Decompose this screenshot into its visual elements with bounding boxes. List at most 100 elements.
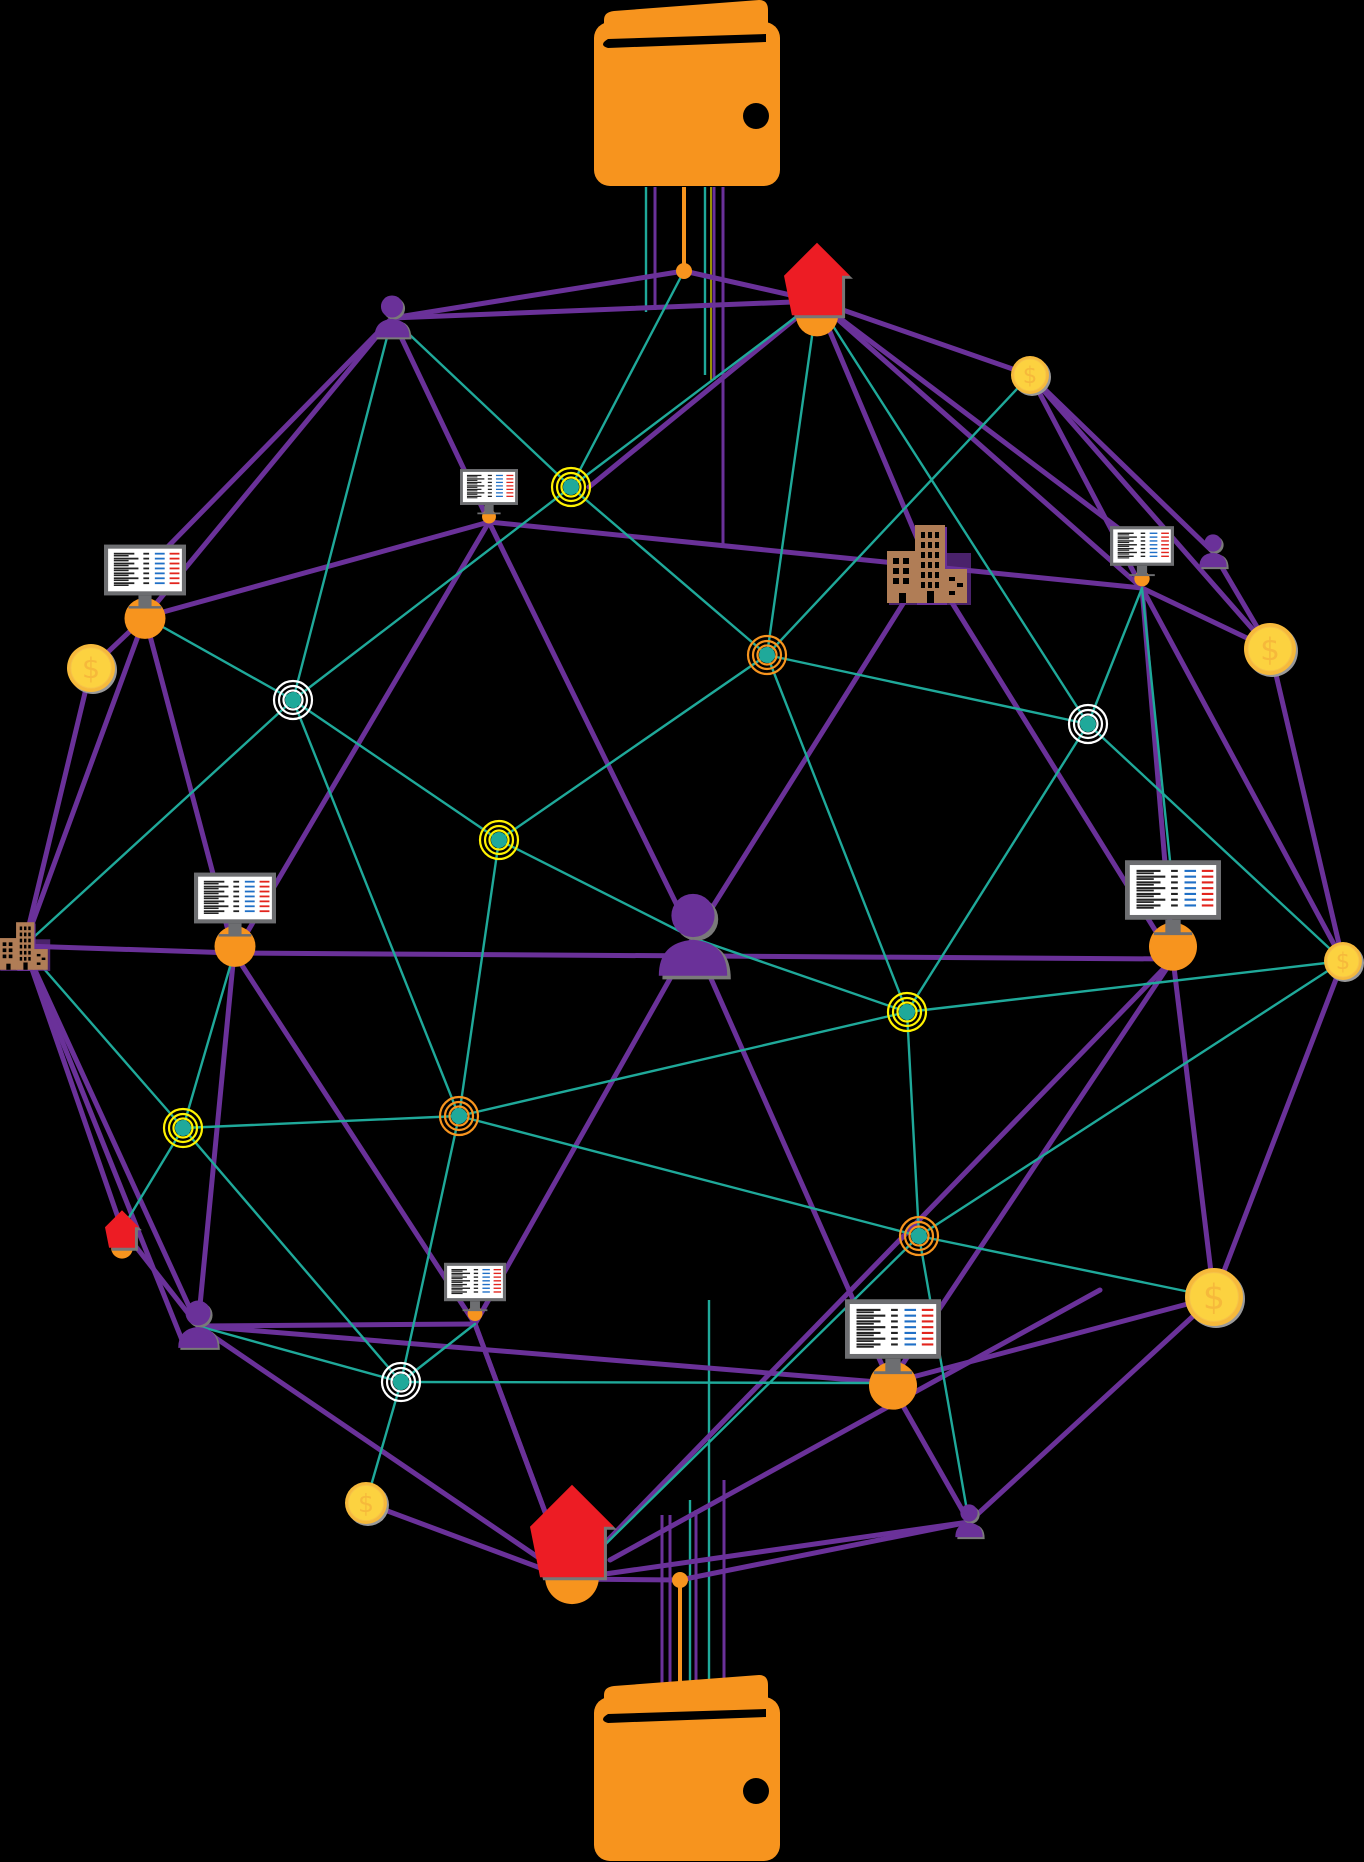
edge-purple (21, 943, 201, 1329)
junction-dot (672, 1572, 688, 1588)
edge-purple (814, 298, 931, 567)
orange-target-icon (746, 634, 788, 676)
edge-teal (1086, 586, 1144, 726)
dollar-symbol: $ (358, 1489, 374, 1518)
edge-teal (569, 299, 819, 489)
edge-teal (917, 1234, 1216, 1299)
person-icon (374, 295, 412, 340)
edge-teal (143, 615, 295, 702)
edge-purple (363, 1500, 573, 1582)
edge-purple (814, 298, 1145, 591)
edge-teal (917, 1234, 971, 1524)
edge-purple (1027, 372, 1216, 555)
edge-teal (390, 316, 573, 489)
yellow-target-icon (886, 991, 928, 1033)
edge-purple (195, 1323, 893, 1386)
edge-purple (472, 935, 696, 1327)
edge-purple (814, 298, 1033, 378)
edge-purple (21, 665, 94, 949)
yellow-target-icon (162, 1107, 204, 1149)
edge-purple (887, 1294, 1217, 1386)
person-icon (658, 893, 731, 980)
edge-teal (691, 936, 909, 1014)
dollar-symbol: $ (1203, 1278, 1225, 1318)
person-icon (1199, 534, 1229, 570)
edge-teal (905, 722, 1090, 1014)
person-icon (178, 1300, 220, 1350)
edge-teal (568, 1234, 921, 1581)
edge-teal (291, 485, 573, 702)
edge-teal (181, 1126, 403, 1384)
edge-teal (905, 959, 1345, 1014)
dollar-symbol: $ (1336, 949, 1351, 975)
orange-target-icon (898, 1215, 940, 1257)
edge-teal (399, 1380, 892, 1385)
edge-purple (567, 1519, 972, 1582)
edge-purple (607, 1287, 1103, 1563)
edge-purple (21, 943, 237, 956)
wallet-bottom-icon (594, 1675, 780, 1861)
edge-teal (291, 316, 394, 702)
monitor-icon (104, 544, 186, 639)
monitor-icon (460, 469, 518, 524)
edge-purple (1170, 956, 1217, 1300)
monitor-icon (444, 1262, 506, 1322)
edge-purple (142, 315, 395, 573)
edge-teal (569, 269, 686, 489)
yellow-target-icon (550, 466, 592, 508)
edge-purple (195, 1323, 573, 1582)
edge-teal (22, 944, 185, 1130)
edge-purple (142, 315, 395, 620)
edge-purple (814, 298, 1145, 549)
coin-icon: $ (345, 1482, 389, 1526)
white-target-icon (1067, 703, 1109, 745)
edge-teal (765, 299, 819, 657)
yellow-target-icon (478, 819, 520, 861)
building-icon (0, 922, 51, 971)
edge-teal (917, 959, 1345, 1238)
dollar-symbol: $ (1023, 363, 1038, 389)
coin-icon: $ (1244, 623, 1298, 677)
edge-purple (21, 943, 185, 1343)
edge-teal (457, 838, 501, 1118)
monitor-icon (1125, 860, 1221, 971)
edge-purple (690, 561, 931, 941)
edge-teal (1086, 722, 1345, 963)
coin-icon: $ (67, 644, 117, 694)
coin-icon: $ (1011, 356, 1051, 396)
edge-teal (765, 373, 1032, 657)
house-icon (105, 1210, 142, 1259)
edge-teal (196, 1324, 403, 1384)
monitor-icon (194, 872, 276, 967)
edge-teal (497, 838, 695, 940)
edge-teal (765, 653, 1090, 726)
wallet-feed-lines (644, 187, 726, 1690)
edge-purple (586, 298, 820, 490)
edge-purple (389, 268, 687, 321)
edge-purple (231, 950, 478, 1327)
edge-teal (291, 698, 501, 842)
edge-purple (1211, 958, 1346, 1300)
edge-teal (905, 1010, 921, 1238)
edge-teal (399, 1114, 461, 1384)
edge-teal (181, 1114, 461, 1130)
white-target-icon (272, 679, 314, 721)
edge-purple (677, 1519, 972, 1583)
orange-target-icon (438, 1095, 480, 1137)
edge-purple (1027, 372, 1273, 652)
edge-purple (21, 614, 148, 949)
coin-icon: $ (1324, 942, 1364, 982)
monitor-icon (1110, 526, 1174, 587)
house-icon (530, 1484, 617, 1605)
edge-purple (1267, 646, 1346, 964)
coin-icon: $ (1185, 1268, 1245, 1328)
junction-dot (676, 263, 692, 279)
monitor-icon (845, 1299, 941, 1410)
edge-purple (486, 519, 1145, 591)
edge-teal (399, 1322, 477, 1384)
edge-purple (232, 519, 492, 956)
edge-purple (389, 298, 820, 321)
wallet-top-icon (594, 0, 780, 186)
building-icon (887, 525, 971, 605)
